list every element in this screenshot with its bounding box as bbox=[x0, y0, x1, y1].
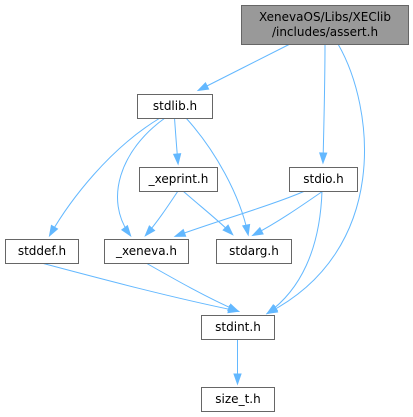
arrowhead-assert-to-stdio bbox=[319, 152, 328, 165]
node-stdarg-label-0: stdarg.h bbox=[229, 244, 279, 258]
node-stdlib-box bbox=[137, 94, 213, 119]
node-size_t-box bbox=[201, 387, 275, 412]
arrowhead-stdlib-to-stdarg bbox=[241, 223, 251, 237]
node-stdio[interactable]: stdio.h bbox=[289, 167, 358, 192]
edge-xeprint-to-stdarg bbox=[182, 190, 233, 235]
edge-assert-to-stdlib bbox=[198, 43, 291, 91]
node-assert-box bbox=[241, 5, 409, 45]
edge-assert-to-stdint bbox=[267, 43, 365, 314]
node-assert-label-0: XenevaOS/Libs/XEClib bbox=[259, 10, 391, 24]
node-stddef-label-0: stddef.h bbox=[18, 244, 66, 258]
node-xeprint-box bbox=[139, 167, 218, 192]
node-xeneva-box bbox=[104, 239, 189, 264]
node-stdio-label-0: stdio.h bbox=[303, 172, 343, 186]
edges-layer bbox=[41, 43, 365, 386]
edge-stdlib-to-xeneva bbox=[117, 117, 166, 236]
node-stddef-box bbox=[5, 239, 79, 264]
edge-stddef-to-stdint bbox=[41, 262, 238, 312]
edge-stdlib-to-stdarg bbox=[185, 117, 249, 235]
node-stdlib-label-0: stdlib.h bbox=[153, 99, 197, 113]
arrowhead-stdio-to-stdarg bbox=[251, 226, 264, 237]
node-size_t-label-0: size_t.h bbox=[215, 392, 260, 406]
arrowhead-stdio-to-xeneva bbox=[173, 228, 187, 237]
edge-stdlib-to-stddef bbox=[49, 117, 161, 236]
node-stdarg-box bbox=[216, 239, 292, 264]
node-stdarg[interactable]: stdarg.h bbox=[216, 239, 292, 264]
node-stdlib[interactable]: stdlib.h bbox=[137, 94, 213, 119]
arrowhead-xeprint-to-xeneva bbox=[144, 225, 156, 237]
edge-stdio-to-xeneva bbox=[175, 190, 306, 237]
edge-xeneva-to-stdint bbox=[145, 262, 238, 312]
node-stdint[interactable]: stdint.h bbox=[201, 315, 275, 340]
arrowhead-stdio-to-stdint bbox=[265, 304, 279, 315]
edge-assert-to-stdio bbox=[322, 43, 326, 163]
node-stdint-box bbox=[201, 315, 275, 340]
arrowhead-stdlib-to-xeprint bbox=[172, 153, 182, 166]
nodes-layer: XenevaOS/Libs/XEClib/includes/assert.h st… bbox=[5, 5, 409, 412]
edge-stdio-to-stdint bbox=[267, 190, 323, 314]
arrowhead-stdint-to-size_t bbox=[233, 373, 242, 386]
arrowhead-stdlib-to-xeneva bbox=[120, 224, 132, 238]
node-xeneva[interactable]: _xeneva.h bbox=[104, 239, 189, 264]
arrowhead-assert-to-stdlib bbox=[196, 81, 210, 92]
node-xeprint[interactable]: _xeprint.h bbox=[139, 167, 218, 192]
node-stdio-box bbox=[289, 167, 358, 192]
node-size_t[interactable]: size_t.h bbox=[201, 387, 275, 412]
node-assert-label-1: /includes/assert.h bbox=[272, 25, 378, 39]
node-xeneva-label-0: _xeneva.h bbox=[115, 244, 177, 258]
node-assert[interactable]: XenevaOS/Libs/XEClib/includes/assert.h bbox=[241, 5, 409, 45]
node-stdint-label-0: stdint.h bbox=[215, 320, 261, 334]
node-stddef[interactable]: stddef.h bbox=[5, 239, 79, 264]
arrowhead-xeneva-to-stdint bbox=[227, 303, 240, 313]
arrowhead-xeprint-to-stdarg bbox=[222, 224, 234, 236]
node-xeprint-label-0: _xeprint.h bbox=[148, 172, 209, 186]
arrowhead-stdlib-to-stddef bbox=[48, 224, 59, 238]
